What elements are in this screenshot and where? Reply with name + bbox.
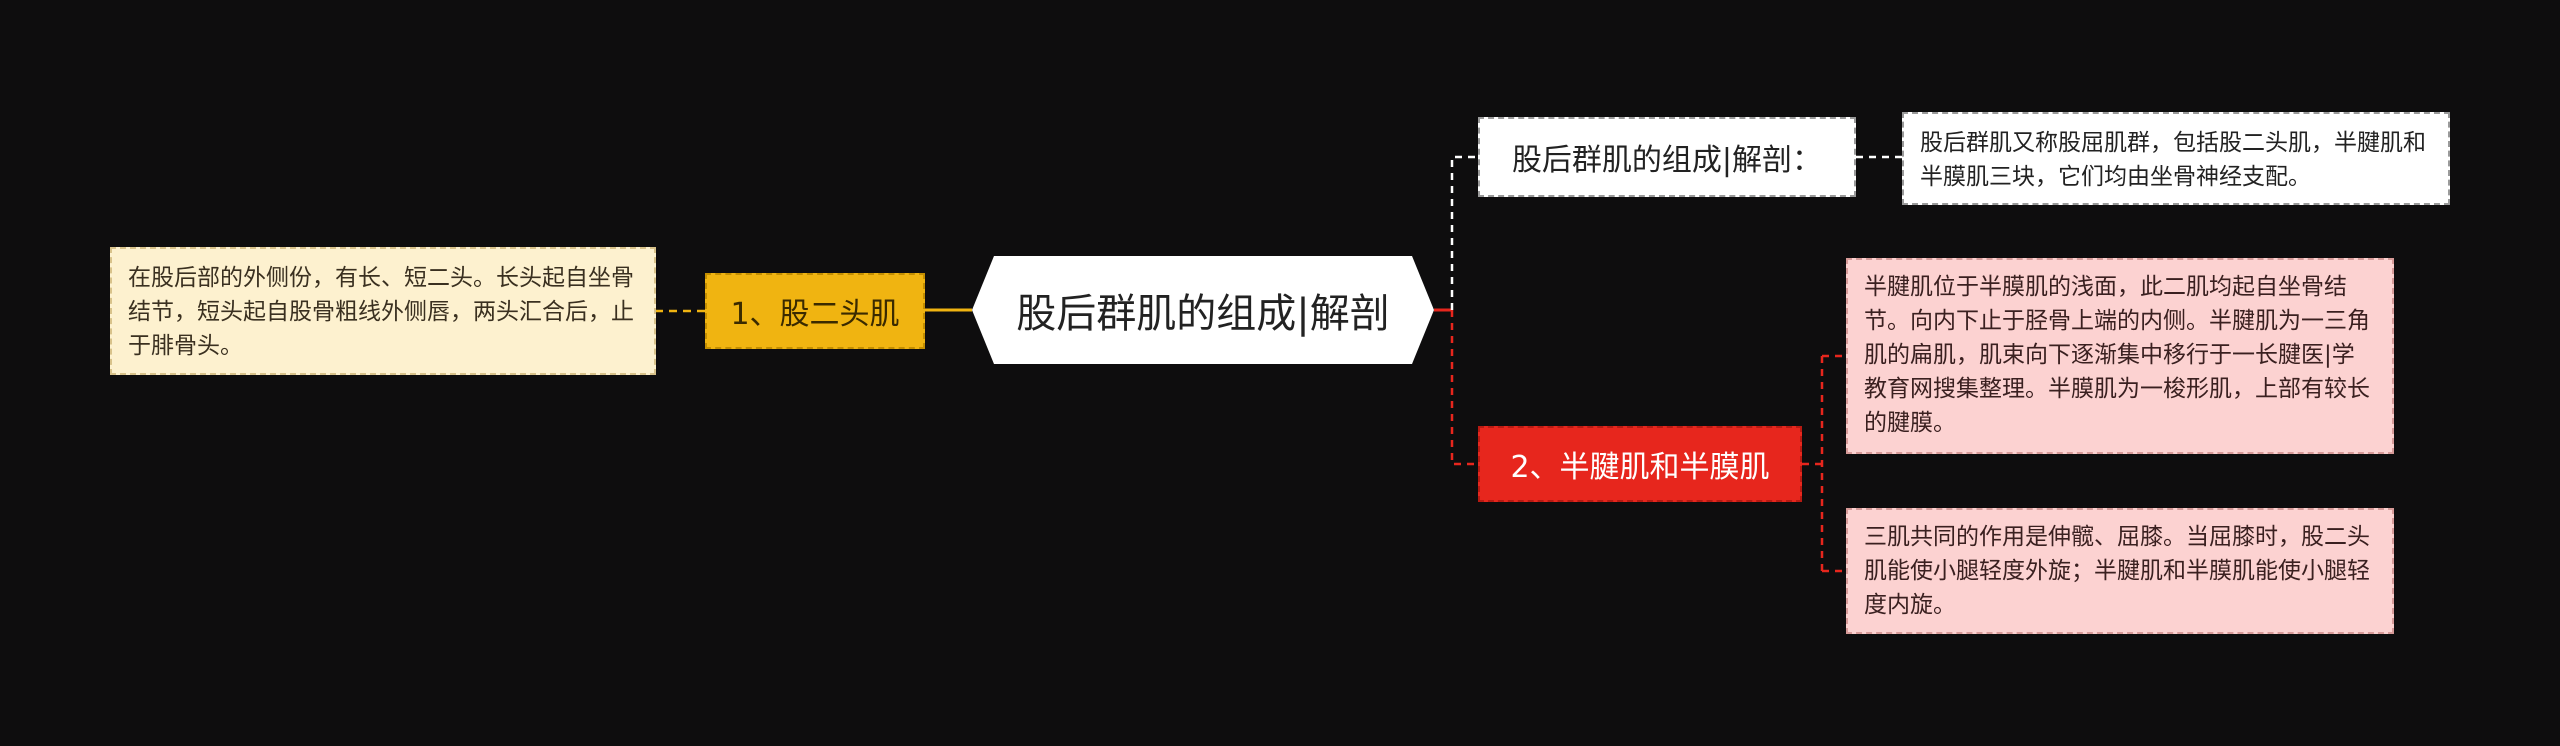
connector-root-bottom [1450, 310, 1478, 466]
leaf-combined-action[interactable]: 三肌共同的作用是伸髋、屈膝。当屈膝时，股二头肌能使小腿轻度外旋；半腱肌和半膜肌能… [1846, 508, 2394, 634]
branch-composition-label: 股后群肌的组成|解剖： [1511, 143, 1823, 178]
connector-bottom-leaves [1802, 354, 1846, 573]
leaf-combined-action-text: 三肌共同的作用是伸髋、屈膝。当屈膝时，股二头肌能使小腿轻度外旋；半腱肌和半膜肌能… [1864, 524, 2370, 618]
branch-semitendinosus-semimembranosus[interactable]: 2、半腱肌和半膜肌 [1478, 426, 1802, 502]
branch-biceps-femoris-label: 1、股二头肌 [730, 297, 900, 332]
leaf-semitendinosus[interactable]: 半腱肌位于半膜肌的浅面，此二肌均起自坐骨结节。向内下止于胫骨上端的内侧。半腱肌为… [1846, 258, 2394, 454]
leaf-composition[interactable]: 股后群肌又称股屈肌群，包括股二头肌，半腱肌和半膜肌三块，它们均由坐骨神经支配。 [1902, 112, 2450, 205]
branch-biceps-femoris[interactable]: 1、股二头肌 [705, 273, 925, 349]
leaf-semitendinosus-text: 半腱肌位于半膜肌的浅面，此二肌均起自坐骨结节。向内下止于胫骨上端的内侧。半腱肌为… [1864, 274, 2370, 436]
leaf-biceps-femoris[interactable]: 在股后部的外侧份，有长、短二头。长头起自坐骨结节，短头起自股骨粗线外侧唇，两头汇… [110, 247, 656, 375]
leaf-composition-text: 股后群肌又称股屈肌群，包括股二头肌，半腱肌和半膜肌三块，它们均由坐骨神经支配。 [1920, 130, 2426, 190]
root-label: 股后群肌的组成|解剖 [1016, 291, 1390, 337]
root-node[interactable]: 股后群肌的组成|解剖 [972, 256, 1434, 364]
connector-root-top [1450, 155, 1478, 310]
branch-semi-label: 2、半腱肌和半膜肌 [1510, 450, 1770, 485]
branch-composition[interactable]: 股后群肌的组成|解剖： [1478, 117, 1856, 197]
leaf-biceps-femoris-text: 在股后部的外侧份，有长、短二头。长头起自坐骨结节，短头起自股骨粗线外侧唇，两头汇… [128, 265, 634, 359]
